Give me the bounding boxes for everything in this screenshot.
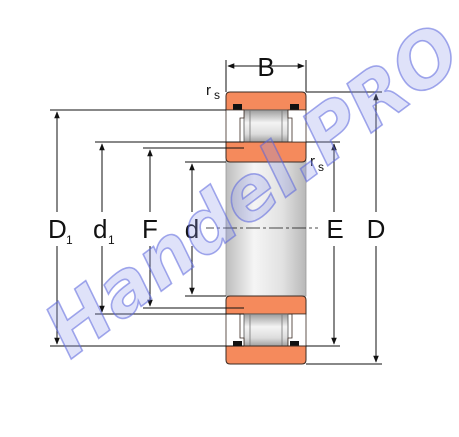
cage-top-left [233, 104, 242, 115]
label-rs-mid: r [310, 153, 315, 170]
label-d1: d [93, 214, 107, 244]
label-d1-sub: 1 [108, 233, 115, 247]
outer-ring-bottom [225, 345, 307, 365]
cage-top-right [290, 104, 299, 115]
label-rs-mid-sub: s [318, 160, 324, 174]
label-D1: D [48, 214, 67, 244]
label-d: d [185, 214, 199, 244]
label-D: D [367, 214, 386, 244]
label-B: B [257, 52, 274, 82]
extension-lines [50, 60, 382, 365]
label-rs-top-sub: s [214, 88, 220, 102]
inner-ring-bottom [225, 295, 307, 315]
label-F: F [142, 214, 158, 244]
inner-ring-top [225, 141, 307, 163]
label-rs-top: r [206, 82, 211, 99]
label-E: E [326, 214, 343, 244]
inner-ring-top-flange-left [225, 109, 245, 143]
roller-bottom [243, 313, 289, 347]
label-D1-sub: 1 [66, 233, 73, 247]
